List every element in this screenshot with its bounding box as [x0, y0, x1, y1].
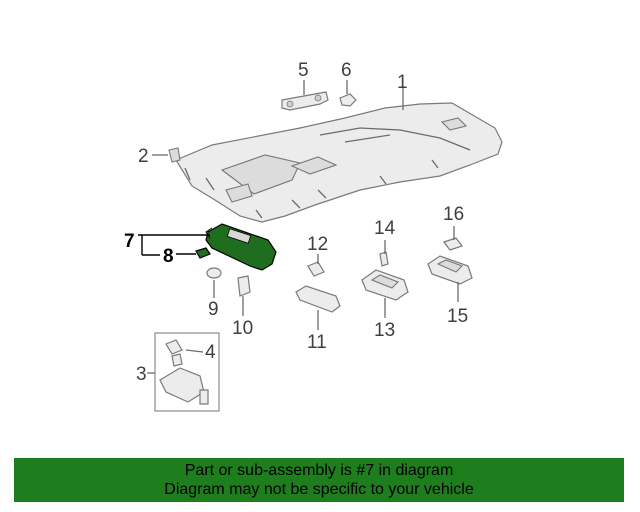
callout-2: 2 — [138, 146, 149, 167]
bulb-part-14[interactable] — [379, 251, 389, 267]
banner-line-1: Part or sub-assembly is #7 in diagram — [184, 462, 454, 479]
callout-6: 6 — [341, 60, 352, 81]
bracket-part-10[interactable] — [237, 275, 251, 297]
cap-part-6[interactable] — [339, 93, 357, 107]
callout-1: 1 — [397, 72, 408, 93]
assist-grip-part[interactable] — [281, 91, 329, 111]
bulb-part-16[interactable] — [443, 237, 463, 251]
bulb-part-12[interactable] — [307, 261, 325, 277]
clip-part-2[interactable] — [168, 147, 181, 163]
callout-10: 10 — [232, 318, 253, 339]
callout-4: 4 — [205, 342, 216, 363]
info-banner: Part or sub-assembly is #7 in diagram Di… — [14, 458, 624, 502]
visor-holder-part[interactable] — [195, 247, 211, 259]
callout-9: 9 — [208, 299, 219, 320]
callout-7: 7 — [124, 231, 135, 252]
leader-lines — [138, 80, 459, 374]
callout-11: 11 — [307, 332, 327, 353]
callout-12: 12 — [307, 234, 328, 255]
callout-3: 3 — [136, 364, 147, 385]
callout-14: 14 — [374, 218, 396, 239]
parts-diagram: 1 2 3 4 5 6 7 8 9 10 11 12 13 14 15 16 — [124, 60, 503, 412]
headliner-part[interactable] — [175, 102, 503, 223]
callout-16: 16 — [443, 204, 464, 225]
sun-visor-part[interactable] — [205, 223, 277, 271]
clip-part-9[interactable] — [206, 267, 222, 279]
lamp-part-13[interactable] — [361, 269, 409, 301]
callout-5: 5 — [298, 60, 309, 81]
callout-13: 13 — [374, 320, 395, 341]
callout-8: 8 — [163, 246, 174, 267]
lamp-part-11[interactable] — [295, 285, 341, 313]
callout-15: 15 — [447, 306, 468, 327]
kit-box-part-3[interactable] — [154, 332, 220, 412]
lamp-part-15[interactable] — [427, 255, 473, 285]
banner-line-2: Diagram may not be specific to your vehi… — [164, 481, 474, 498]
